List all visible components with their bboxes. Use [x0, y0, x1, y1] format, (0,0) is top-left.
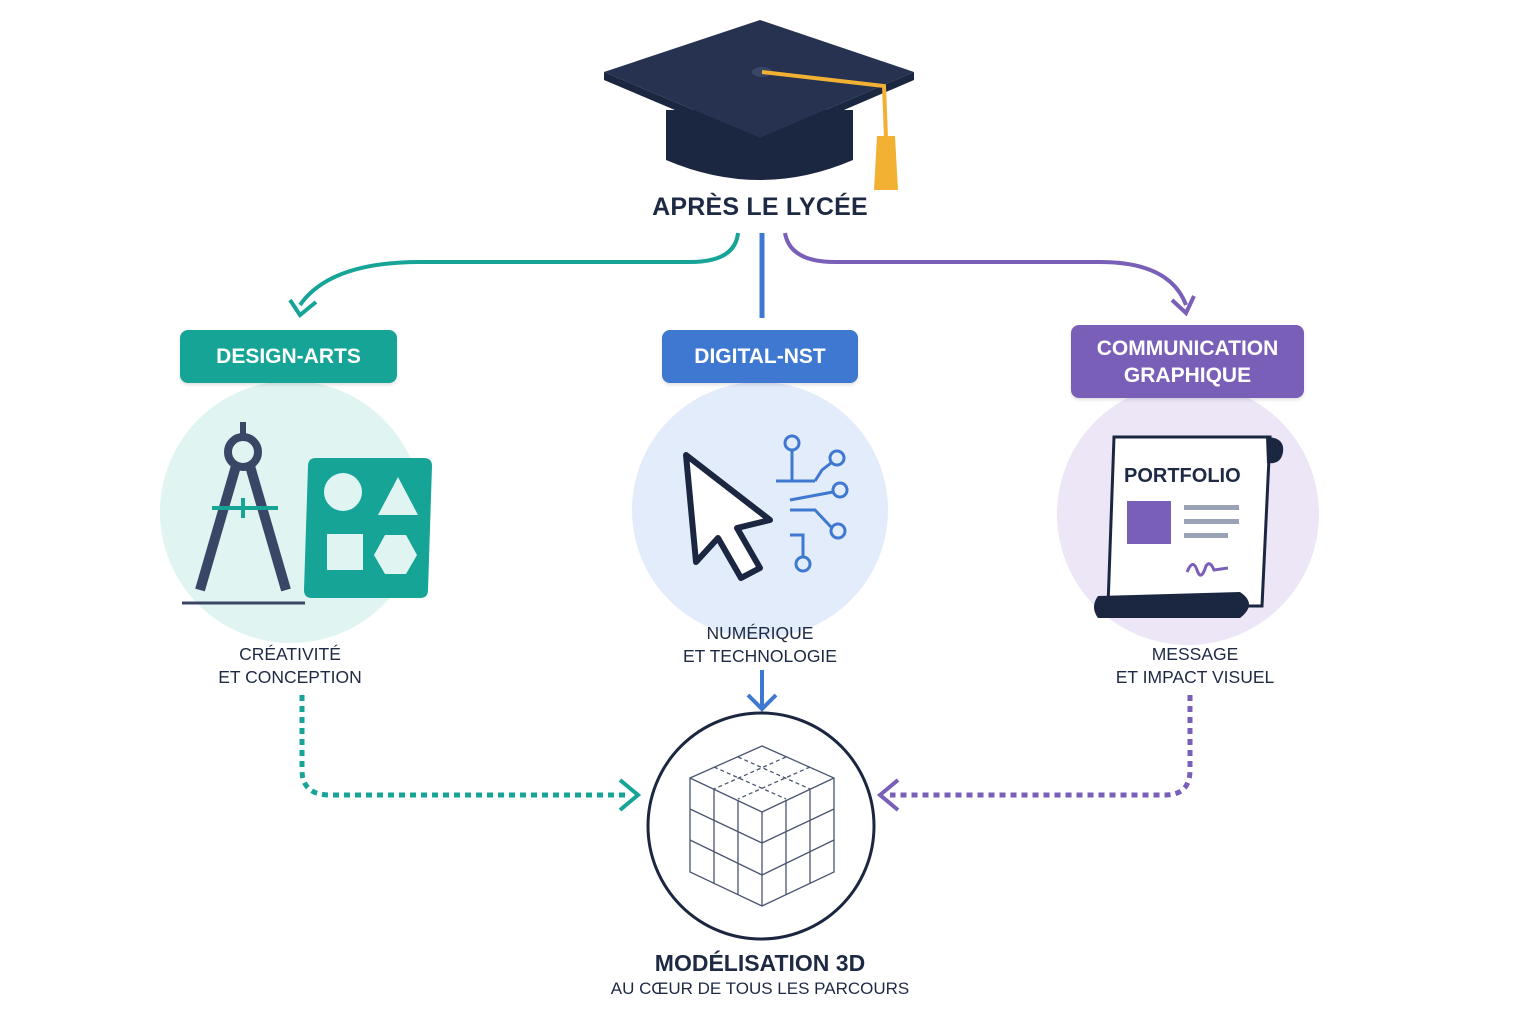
- caption-comm-line2: ET IMPACT VISUEL: [1115, 667, 1275, 687]
- caption-comm: MESSAGE ET IMPACT VISUEL: [1090, 643, 1300, 689]
- tag-communication-graphique: COMMUNICATION GRAPHIQUE: [1071, 325, 1304, 398]
- caption-design-line2: ET CONCEPTION: [218, 667, 362, 687]
- cursor-icon: [683, 452, 773, 581]
- caption-digital: NUMÉRIQUE ET TECHNOLOGIE: [660, 622, 860, 668]
- arrowhead-comm: [876, 778, 900, 812]
- connector-comm-dotted: [890, 695, 1193, 798]
- tag-digital-nst: DIGITAL-NST: [662, 330, 858, 383]
- tag-design-arts: DESIGN-ARTS: [180, 330, 397, 383]
- page-title: APRÈS LE LYCÉE: [652, 193, 868, 221]
- digital-down-arrow: [746, 670, 778, 712]
- arrowhead-design: [618, 778, 642, 812]
- connector-design: [288, 232, 740, 318]
- modelisation-circle: [646, 711, 876, 941]
- graduation-cap-icon: [604, 20, 914, 190]
- bottom-subtitle: AU CŒUR DE TOUS LES PARCOURS: [610, 979, 910, 998]
- compass-icon: [182, 422, 305, 605]
- bottom-title: MODÉLISATION 3D: [654, 950, 866, 976]
- shape-template-icon: [304, 458, 432, 598]
- connector-design-dotted: [299, 695, 628, 798]
- portfolio-scroll-icon: [1094, 435, 1284, 618]
- wireframe-cube-icon: [689, 745, 835, 907]
- caption-design-line1: CRÉATIVITÉ: [239, 644, 341, 664]
- tag-comm-label-line1: COMMUNICATION: [1096, 336, 1279, 360]
- portfolio-title: PORTFOLIO: [1124, 465, 1241, 487]
- connector-comm: [783, 232, 1196, 317]
- tag-design-arts-label: DESIGN-ARTS: [216, 344, 361, 368]
- caption-digital-line2: ET TECHNOLOGIE: [683, 646, 837, 666]
- tag-comm-label-line2: GRAPHIQUE: [1123, 363, 1252, 387]
- tag-digital-nst-label: DIGITAL-NST: [694, 344, 826, 368]
- circuit-icon: [776, 434, 849, 573]
- caption-comm-line1: MESSAGE: [1151, 644, 1239, 664]
- caption-design: CRÉATIVITÉ ET CONCEPTION: [190, 643, 390, 689]
- caption-digital-line1: NUMÉRIQUE: [706, 623, 814, 643]
